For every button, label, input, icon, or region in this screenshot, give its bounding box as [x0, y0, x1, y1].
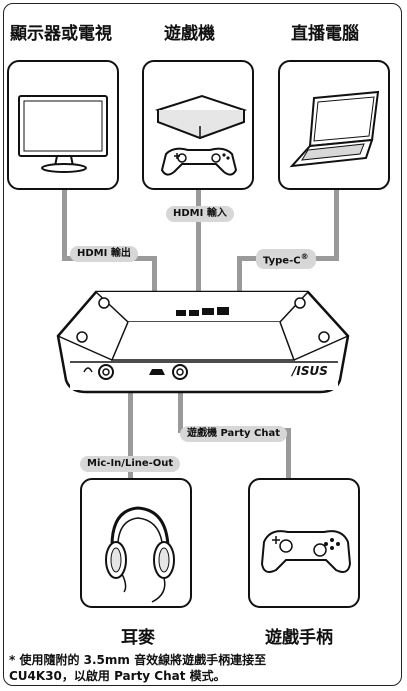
wire-pc-v2 — [237, 256, 242, 298]
console-icon — [154, 94, 248, 176]
headset-icon — [105, 506, 175, 603]
display-box — [7, 60, 119, 190]
label-party-chat: 遊戲機 Party Chat — [180, 426, 287, 442]
label-hdmi-in: HDMI 輸入 — [166, 206, 234, 222]
brand-label: /ISUS — [292, 364, 328, 378]
wire-chat-v2 — [286, 428, 291, 480]
wire-console — [196, 190, 201, 298]
monitor-icon — [18, 95, 108, 173]
wire-headset — [128, 392, 133, 482]
label-hdmi-out: HDMI 輸出 — [70, 246, 138, 262]
caption-controller: 遊戲手柄 — [265, 628, 333, 648]
wire-pc-v — [334, 190, 339, 260]
pc-box — [278, 60, 390, 190]
title-display: 顯示器或電視 — [10, 24, 112, 44]
controller-box — [248, 478, 360, 608]
page-frame — [3, 3, 402, 686]
caption-headset: 耳麥 — [121, 628, 155, 648]
headset-box — [80, 478, 192, 608]
title-pc: 直播電腦 — [291, 24, 359, 44]
title-console: 遊戲機 — [164, 24, 215, 44]
label-mic: Mic-In/Line-Out — [80, 456, 181, 472]
wire-display-v2 — [152, 256, 157, 298]
wire-display-v — [62, 190, 67, 260]
gamepad-icon — [260, 530, 352, 573]
laptop-icon — [289, 90, 380, 168]
footnote: * 使用隨附的 3.5mm 音效線將遊戲手柄連接至 CU4K30，以啟用 Par… — [9, 653, 267, 683]
console-box — [142, 60, 254, 190]
wire-chat-v — [178, 392, 183, 432]
label-typec: Type-C® — [256, 249, 316, 270]
